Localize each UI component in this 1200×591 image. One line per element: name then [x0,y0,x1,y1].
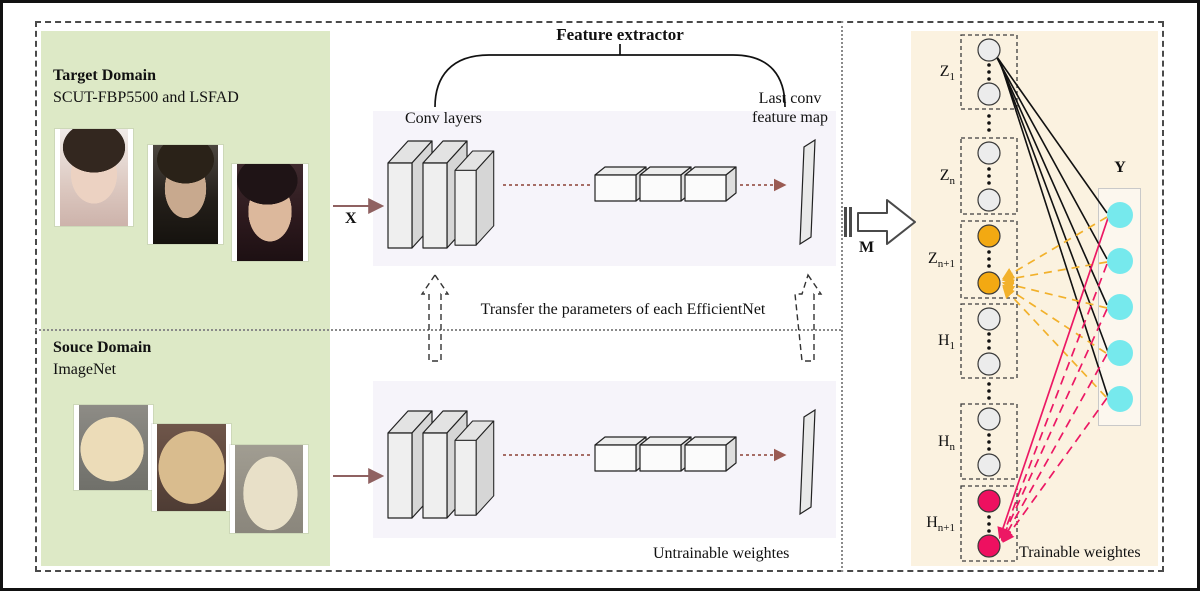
ellipsis-dots [987,63,991,533]
transfer-note: Transfer the parameters of each Efficien… [480,301,766,318]
node-label-hn1: Hn+1 [926,514,955,535]
dog-photo-1-image [79,405,148,490]
last-conv-slab-bottom [799,408,816,516]
face-photo-2 [148,145,223,244]
diagram-overlay [333,34,1133,562]
dog-photo-2 [152,424,231,511]
y-label: Y [1114,159,1126,176]
dog-photo-2-image [157,424,226,511]
x-label: X [345,210,357,227]
m-arrow [844,199,916,245]
feature-extractor-label: Feature extractor [556,25,684,44]
face-photo-1 [55,129,133,226]
conv-stack-bottom [387,408,816,519]
target-domain-subtitle: SCUT-FBP5500 and LSFAD [53,89,239,106]
output-nodes [1107,202,1133,412]
target-domain-title: Target Domain [53,67,156,84]
pink-connections [997,217,1109,543]
section-divider-vertical [841,21,843,572]
face-photo-3 [232,164,308,261]
dog-photo-3 [230,445,308,533]
hidden-nodes [977,38,1001,558]
transfer-arrows [420,273,823,362]
node-label-z1: Z1 [939,63,955,84]
last-conv-label: Last conv feature map [729,89,851,127]
yellow-connections [1001,216,1108,398]
dog-photo-3-image [235,445,303,533]
node-label-zn: Zn [939,167,955,188]
face-photo-2-image [153,145,218,244]
outer-dashed-border [35,21,1164,572]
face-photo-3-image [237,164,303,261]
last-conv-slab-top [799,138,816,246]
untrainable-note: Untrainable weightes [653,545,790,562]
node-label-zn1: Zn+1 [928,250,955,271]
trainable-note: Trainable weightes [1019,544,1141,561]
last-conv-label-line1: Last conv [758,90,822,107]
source-domain-subtitle: ImageNet [53,361,117,378]
node-label-hn: Hn [937,433,955,454]
conv-layers-label: Conv layers [405,110,482,127]
dog-photo-1 [74,405,153,490]
feature-extractor-brace [434,44,786,108]
face-photo-1-image [60,129,128,226]
last-conv-label-line2: feature map [752,109,828,126]
m-label: M [859,239,875,256]
input-arrows [333,198,385,484]
node-group-boxes [960,34,1018,562]
source-domain-title: Souce Domain [53,339,152,356]
domain-divider-horizontal [35,329,841,331]
conv-stack-top [387,138,816,249]
node-label-h1: H1 [937,332,955,353]
